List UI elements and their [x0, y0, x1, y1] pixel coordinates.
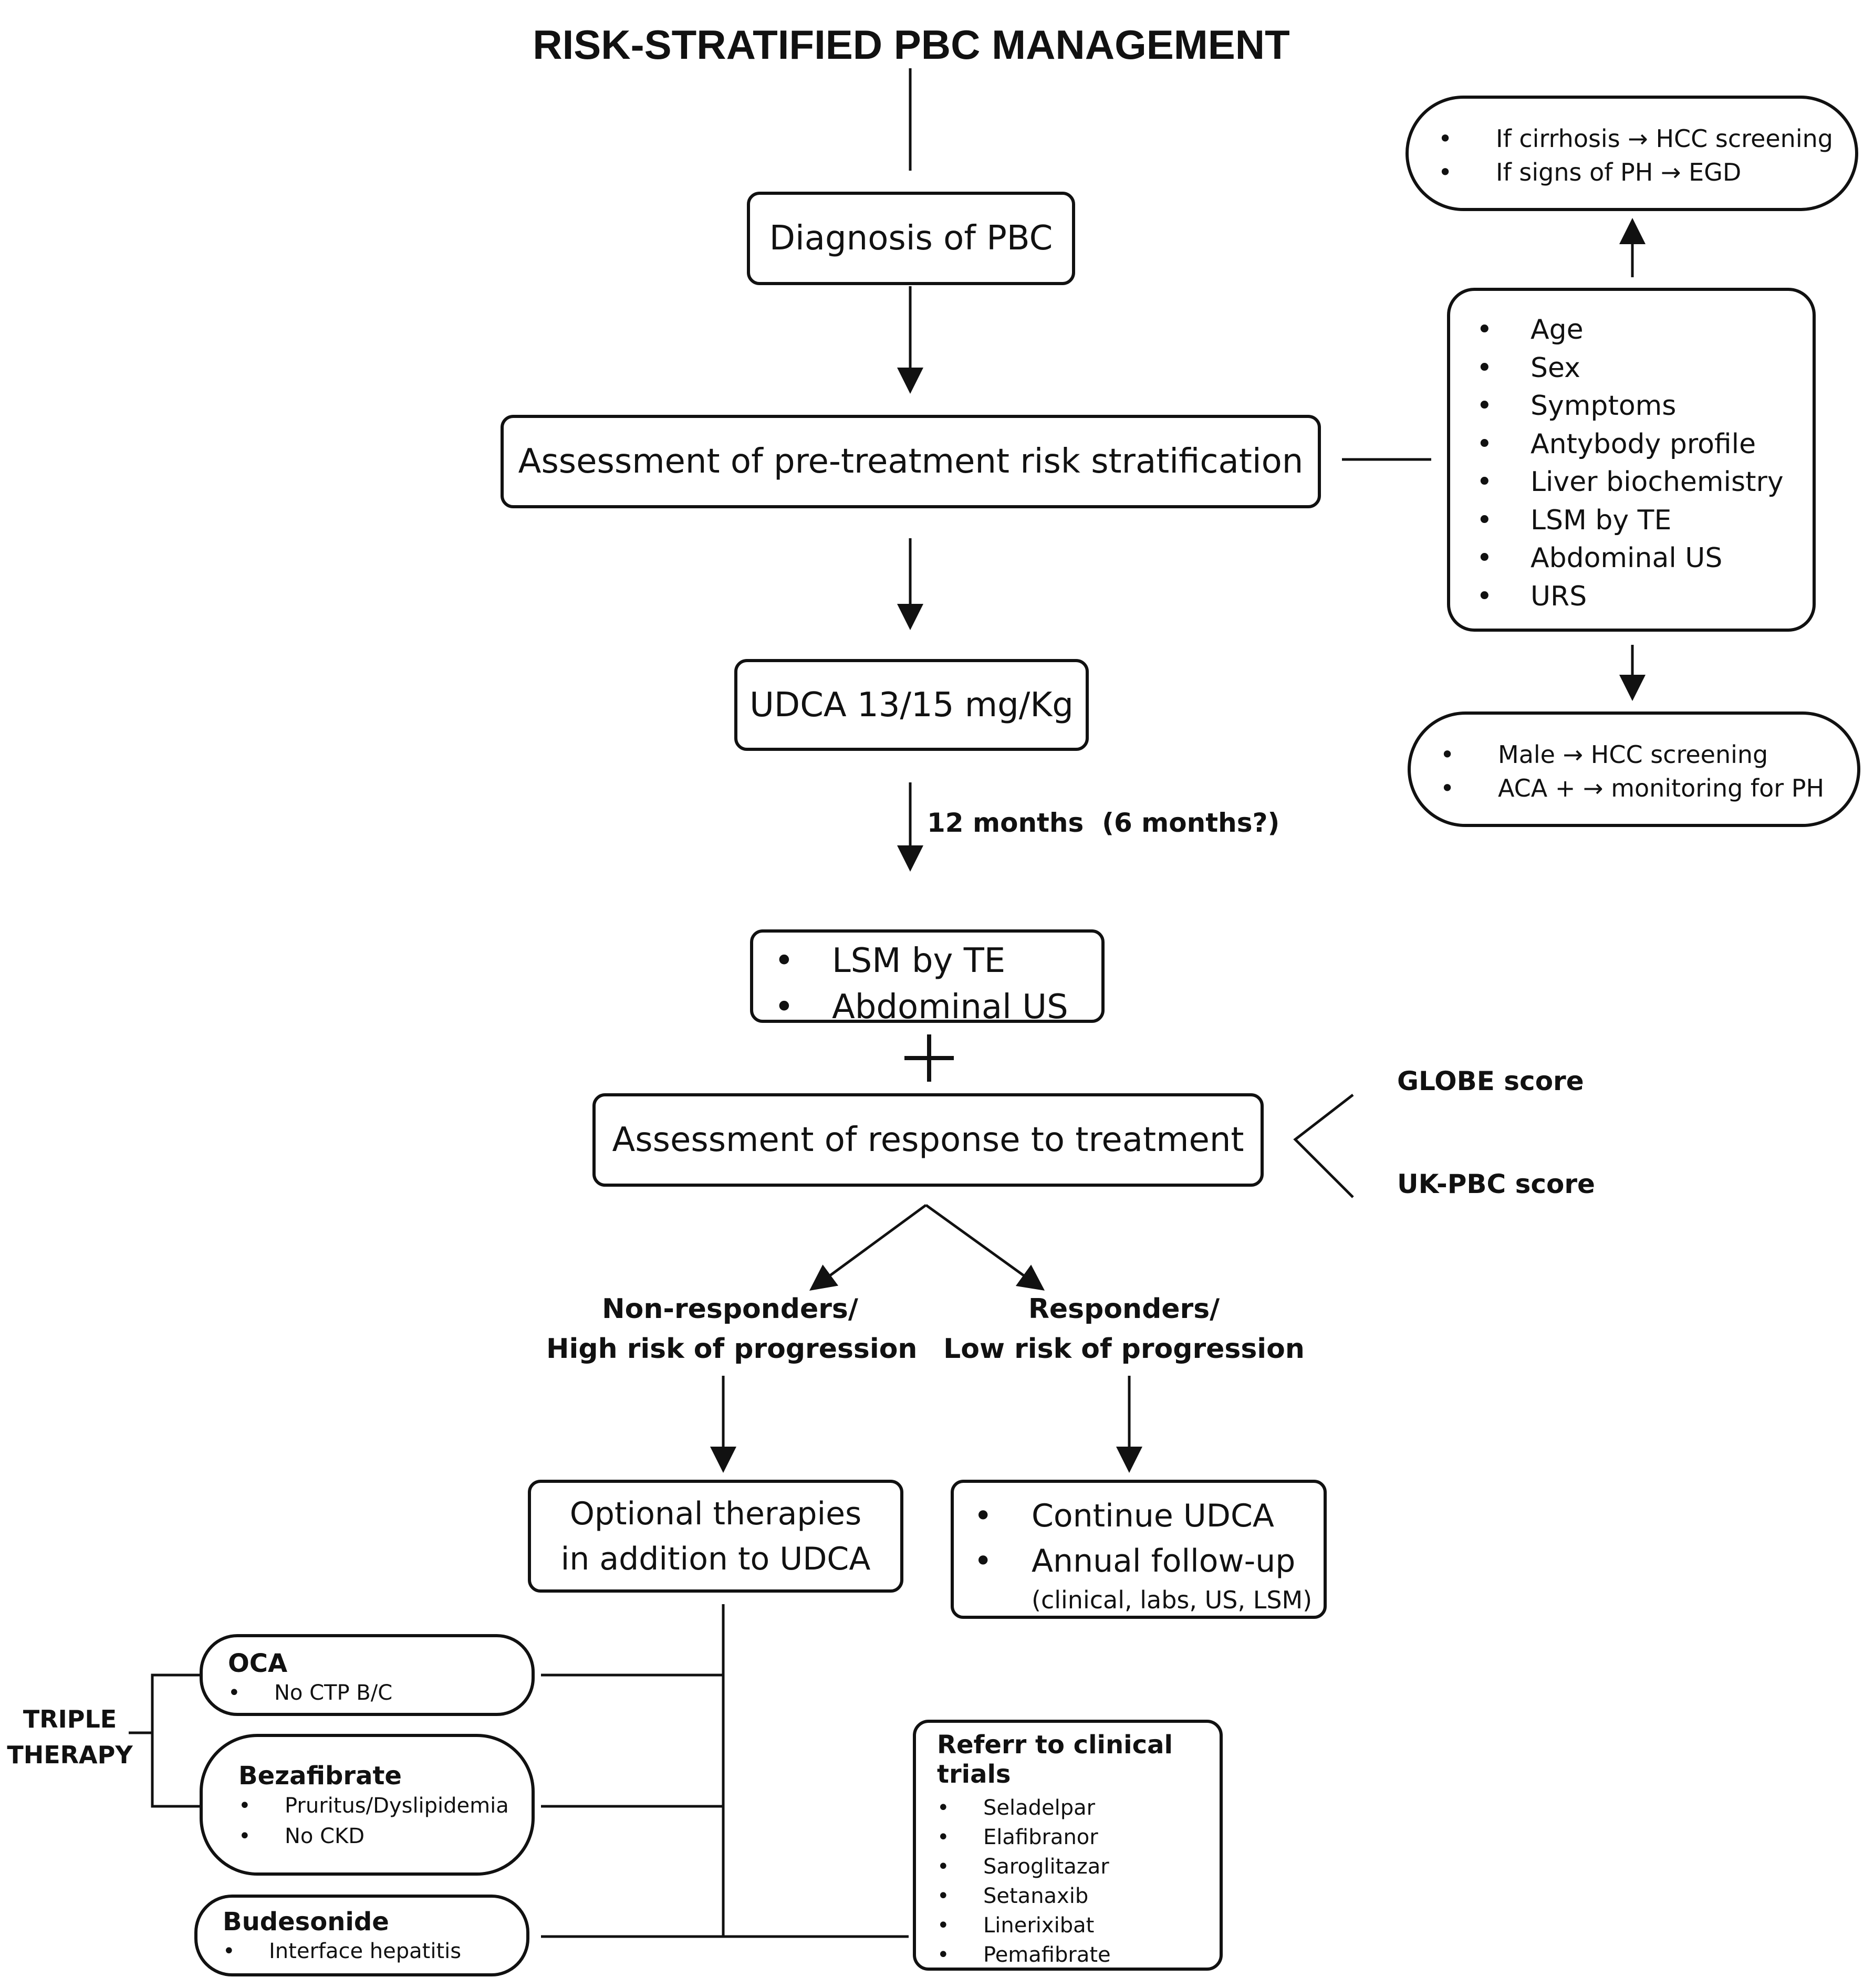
male-box-item: •Male → HCC screening	[1440, 740, 1768, 769]
udca-label: UDCA 13/15 mg/Kg	[749, 685, 1074, 725]
page-title: RISK-STRATIFIED PBC MANAGEMENT	[533, 22, 1290, 68]
bezafibrate-name: Bezafibrate	[238, 1761, 402, 1791]
clinical-trial-item: •Saroglitazar	[937, 1855, 1109, 1879]
oca-item: •No CTP B/C	[228, 1681, 393, 1705]
continue-udca-note: (clinical, labs, US, LSM)	[1032, 1586, 1313, 1614]
triple-therapy-bracket	[151, 1673, 200, 1808]
continue-udca-item: •Annual follow-up	[974, 1543, 1296, 1579]
optional-therapies-line: Optional therapies	[569, 1495, 862, 1532]
arrow-to-non-responders	[809, 1204, 927, 1291]
continue-udca-box: •Continue UDCA •Annual follow-up (clinic…	[951, 1480, 1327, 1619]
budesonide-box: Budesonide •Interface hepatitis	[194, 1895, 529, 1976]
cirrhosis-item: •If signs of PH → EGD	[1438, 158, 1742, 186]
udca-box: UDCA 13/15 mg/Kg	[734, 659, 1089, 751]
risk-factor-item: •URS	[1476, 580, 1587, 612]
triple-therapy-label: TRIPLE THERAPY	[7, 1705, 133, 1769]
pretreatment-assessment-box: Assessment of pre-treatment risk stratif…	[501, 415, 1321, 508]
risk-factor-item: •Antybody profile	[1476, 428, 1756, 460]
budesonide-item: •Interface hepatitis	[223, 1939, 462, 1963]
clinical-trial-item: •Pemafibrate	[937, 1943, 1111, 1967]
uk-pbc-score-label: UK-PBC score	[1397, 1169, 1595, 1199]
oca-name: OCA	[228, 1649, 288, 1678]
cirrhosis-item: •If cirrhosis → HCC screening	[1438, 124, 1833, 153]
cirrhosis-box: •If cirrhosis → HCC screening •If signs …	[1406, 96, 1858, 211]
bezafibrate-item: •No CKD	[238, 1824, 365, 1848]
bezafibrate-item: •Pruritus/Dyslipidemia	[238, 1794, 509, 1818]
responders-label: Responders/ Low risk of progression	[943, 1293, 1305, 1365]
followup-test-item: •LSM by TE	[774, 941, 1006, 980]
clinical-trials-box: Referr to clinical trials •Seladelpar •E…	[913, 1720, 1223, 1971]
budesonide-name: Budesonide	[223, 1907, 389, 1937]
continue-udca-item: •Continue UDCA	[974, 1498, 1274, 1534]
response-assessment-box: Assessment of response to treatment	[592, 1093, 1264, 1187]
oca-box: OCA •No CTP B/C	[200, 1634, 535, 1716]
diagnosis-box: Diagnosis of PBC	[747, 192, 1075, 285]
followup-tests-box: •LSM by TE •Abdominal US	[750, 929, 1105, 1027]
globe-score-label: GLOBE score	[1397, 1066, 1584, 1096]
bezafibrate-box: Bezafibrate •Pruritus/Dyslipidemia •No C…	[200, 1734, 535, 1876]
risk-factor-item: •Symptoms	[1476, 390, 1677, 422]
diagnosis-label: Diagnosis of PBC	[769, 219, 1053, 258]
clinical-trial-item: •Setanaxib	[937, 1884, 1089, 1908]
interval-label: 12 months (6 months?)	[927, 808, 1280, 838]
arrow-to-responders	[925, 1204, 1045, 1291]
risk-factor-item: •Abdominal US	[1476, 542, 1723, 574]
risk-factors-box: •Age •Sex •Symptoms •Antybody profile •L…	[1447, 288, 1816, 632]
male-box: •Male → HCC screening •ACA + → monitorin…	[1408, 712, 1860, 827]
optional-therapies-box: Optional therapies in addition to UDCA	[528, 1480, 903, 1593]
risk-factor-item: •Liver biochemistry	[1476, 466, 1784, 498]
response-assessment-label: Assessment of response to treatment	[612, 1121, 1244, 1159]
followup-test-item: •Abdominal US	[774, 988, 1068, 1027]
optional-therapies-line: in addition to UDCA	[560, 1540, 871, 1577]
clinical-trial-item: •Elafibranor	[937, 1825, 1098, 1849]
risk-factor-item: •Age	[1476, 314, 1584, 346]
male-box-item: •ACA + → monitoring for PH	[1440, 774, 1825, 802]
clinical-trial-item: •Linerixibat	[937, 1913, 1095, 1938]
risk-factor-item: •Sex	[1476, 352, 1580, 384]
non-responders-label: Non-responders/ High risk of progression	[546, 1293, 918, 1365]
pretreatment-assessment-label: Assessment of pre-treatment risk stratif…	[518, 442, 1304, 481]
clinical-trial-item: •Seladelpar	[937, 1796, 1096, 1820]
clinical-trials-title: Referr to clinical trials	[937, 1730, 1173, 1789]
scores-bracket	[1293, 1094, 1354, 1198]
risk-factor-item: •LSM by TE	[1476, 504, 1672, 536]
